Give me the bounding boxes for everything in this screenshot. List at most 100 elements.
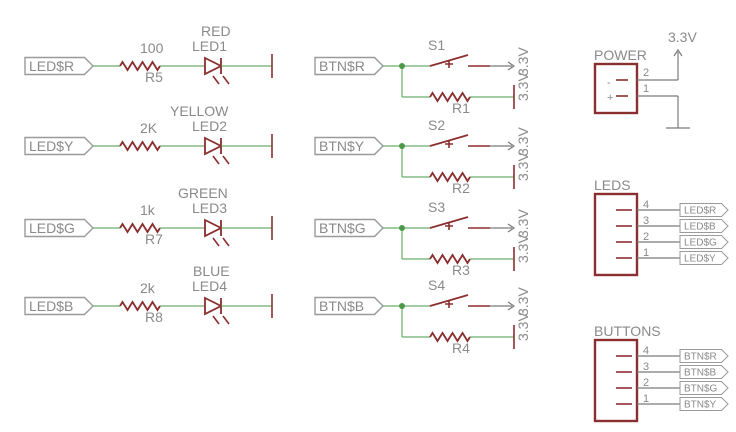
supply-label-rotated: 3.3V: [515, 152, 531, 181]
header-net-label-shape: [679, 219, 729, 233]
led-name: LED2: [192, 118, 227, 134]
header-net-label: BTN$R: [679, 349, 729, 363]
connector-body: [593, 192, 639, 277]
resistor-value: 1k: [140, 202, 156, 218]
led-diode-symbol: [204, 56, 224, 76]
header-net-label-shape: [679, 381, 729, 395]
led-color-label: BLUE: [193, 263, 230, 279]
led-net-label: LED$Y: [24, 136, 94, 156]
switch-name: S3: [428, 199, 445, 215]
button-net-label: BTN$G: [314, 218, 384, 238]
header-net-label-shape: [679, 349, 729, 363]
resistor-name: R4: [452, 340, 470, 356]
supply-arrow: [507, 223, 516, 233]
led-color-label: GREEN: [178, 185, 228, 201]
supply-label-rotated: 3.3V: [515, 312, 531, 341]
button-net-label-text: BTN$B: [319, 298, 364, 314]
led-section: LED$R100R5REDLED1LED$Y2KYELLOWLED2LED$G1…: [24, 23, 273, 325]
led-net-label: LED$G: [24, 218, 94, 238]
resistor-symbol: [119, 60, 161, 72]
header-net-label-shape: [679, 251, 729, 265]
header-net-label-text: LED$R: [684, 206, 716, 217]
pin-number: 2: [643, 231, 649, 243]
button-net-label-shape: [314, 56, 384, 76]
header-net-label-text: BTN$Y: [684, 400, 717, 411]
emission-arrows: [212, 315, 230, 325]
pin-number: 1: [643, 247, 649, 259]
button-net-label: BTN$B: [314, 296, 384, 316]
switch-name: S2: [428, 117, 445, 133]
led-diode-symbol: [204, 218, 224, 238]
resistor-name: R8: [145, 309, 163, 325]
supply-arrow: [673, 48, 683, 57]
led-name: LED4: [192, 278, 227, 294]
header-net-label: LED$R: [679, 203, 729, 217]
resistor-symbol: [429, 331, 471, 343]
resistor-symbol: [119, 222, 161, 234]
header-net-label-shape: [679, 397, 729, 411]
header-net-label: LED$B: [679, 219, 729, 233]
header-net-label-text: BTN$R: [684, 352, 717, 363]
header-net-label-text: LED$B: [684, 222, 716, 233]
pin-number: 2: [643, 377, 649, 389]
resistor-value: 2k: [140, 280, 156, 296]
connector-body: [593, 62, 639, 115]
resistor-name: R2: [452, 180, 470, 196]
header-net-label-shape: [679, 203, 729, 217]
resistor-symbol: [429, 171, 471, 183]
button-net-label-shape: [314, 296, 384, 316]
header-net-label-text: LED$G: [684, 238, 717, 249]
resistor-symbol: [119, 300, 161, 312]
power-title: POWER: [594, 47, 647, 63]
button-net-label-shape: [314, 136, 384, 156]
button-section: BTN$R S1 3.3V R1 3.3V BTN$Y S2 3.3V R2 3.3V BTN$G S…: [314, 37, 531, 356]
button-row: BTN$G S3 3.3V R3 3.3V: [314, 199, 531, 278]
switch-plus-mark: [445, 222, 453, 230]
pin-sign: +: [607, 92, 613, 104]
led-net-label-text: LED$B: [29, 298, 73, 314]
led-color-label: YELLOW: [170, 103, 229, 119]
emission-arrows: [212, 75, 230, 85]
switch-name: S1: [428, 37, 445, 53]
header-title: LEDS: [594, 177, 631, 193]
resistor-name: R3: [452, 262, 470, 278]
pin-number: 1: [643, 83, 649, 95]
pin-number: 1: [643, 393, 649, 405]
led-net-label-text: LED$R: [29, 58, 74, 74]
resistor-symbol: [429, 91, 471, 103]
header-net-label: BTN$G: [679, 381, 729, 395]
pin-number: 2: [643, 67, 649, 79]
resistor-value: 100: [140, 40, 164, 56]
led-net-label: LED$B: [24, 296, 94, 316]
header-net-label: BTN$Y: [679, 397, 729, 411]
led-net-label-shape: [24, 296, 94, 316]
header-net-label: LED$G: [679, 235, 729, 249]
pin-number: 3: [643, 215, 649, 227]
supply-label-rotated: 3.3V: [515, 234, 531, 263]
header-net-label-shape: [679, 365, 729, 379]
button-net-label-text: BTN$R: [319, 58, 365, 74]
resistor-name: R1: [452, 100, 470, 116]
led-net-label-shape: [24, 56, 94, 76]
led-net-label-text: LED$Y: [29, 138, 74, 154]
led-name: LED3: [192, 200, 227, 216]
header-title: BUTTONS: [594, 323, 661, 339]
resistor-name: R5: [145, 69, 163, 85]
pin-number: 4: [643, 345, 649, 357]
supply-label-rotated: 3.3V: [515, 72, 531, 101]
supply-label: 3.3V: [515, 209, 531, 238]
button-net-label-text: BTN$Y: [319, 138, 365, 154]
resistor-symbol: [119, 140, 161, 152]
led-diode-symbol: [204, 296, 224, 316]
